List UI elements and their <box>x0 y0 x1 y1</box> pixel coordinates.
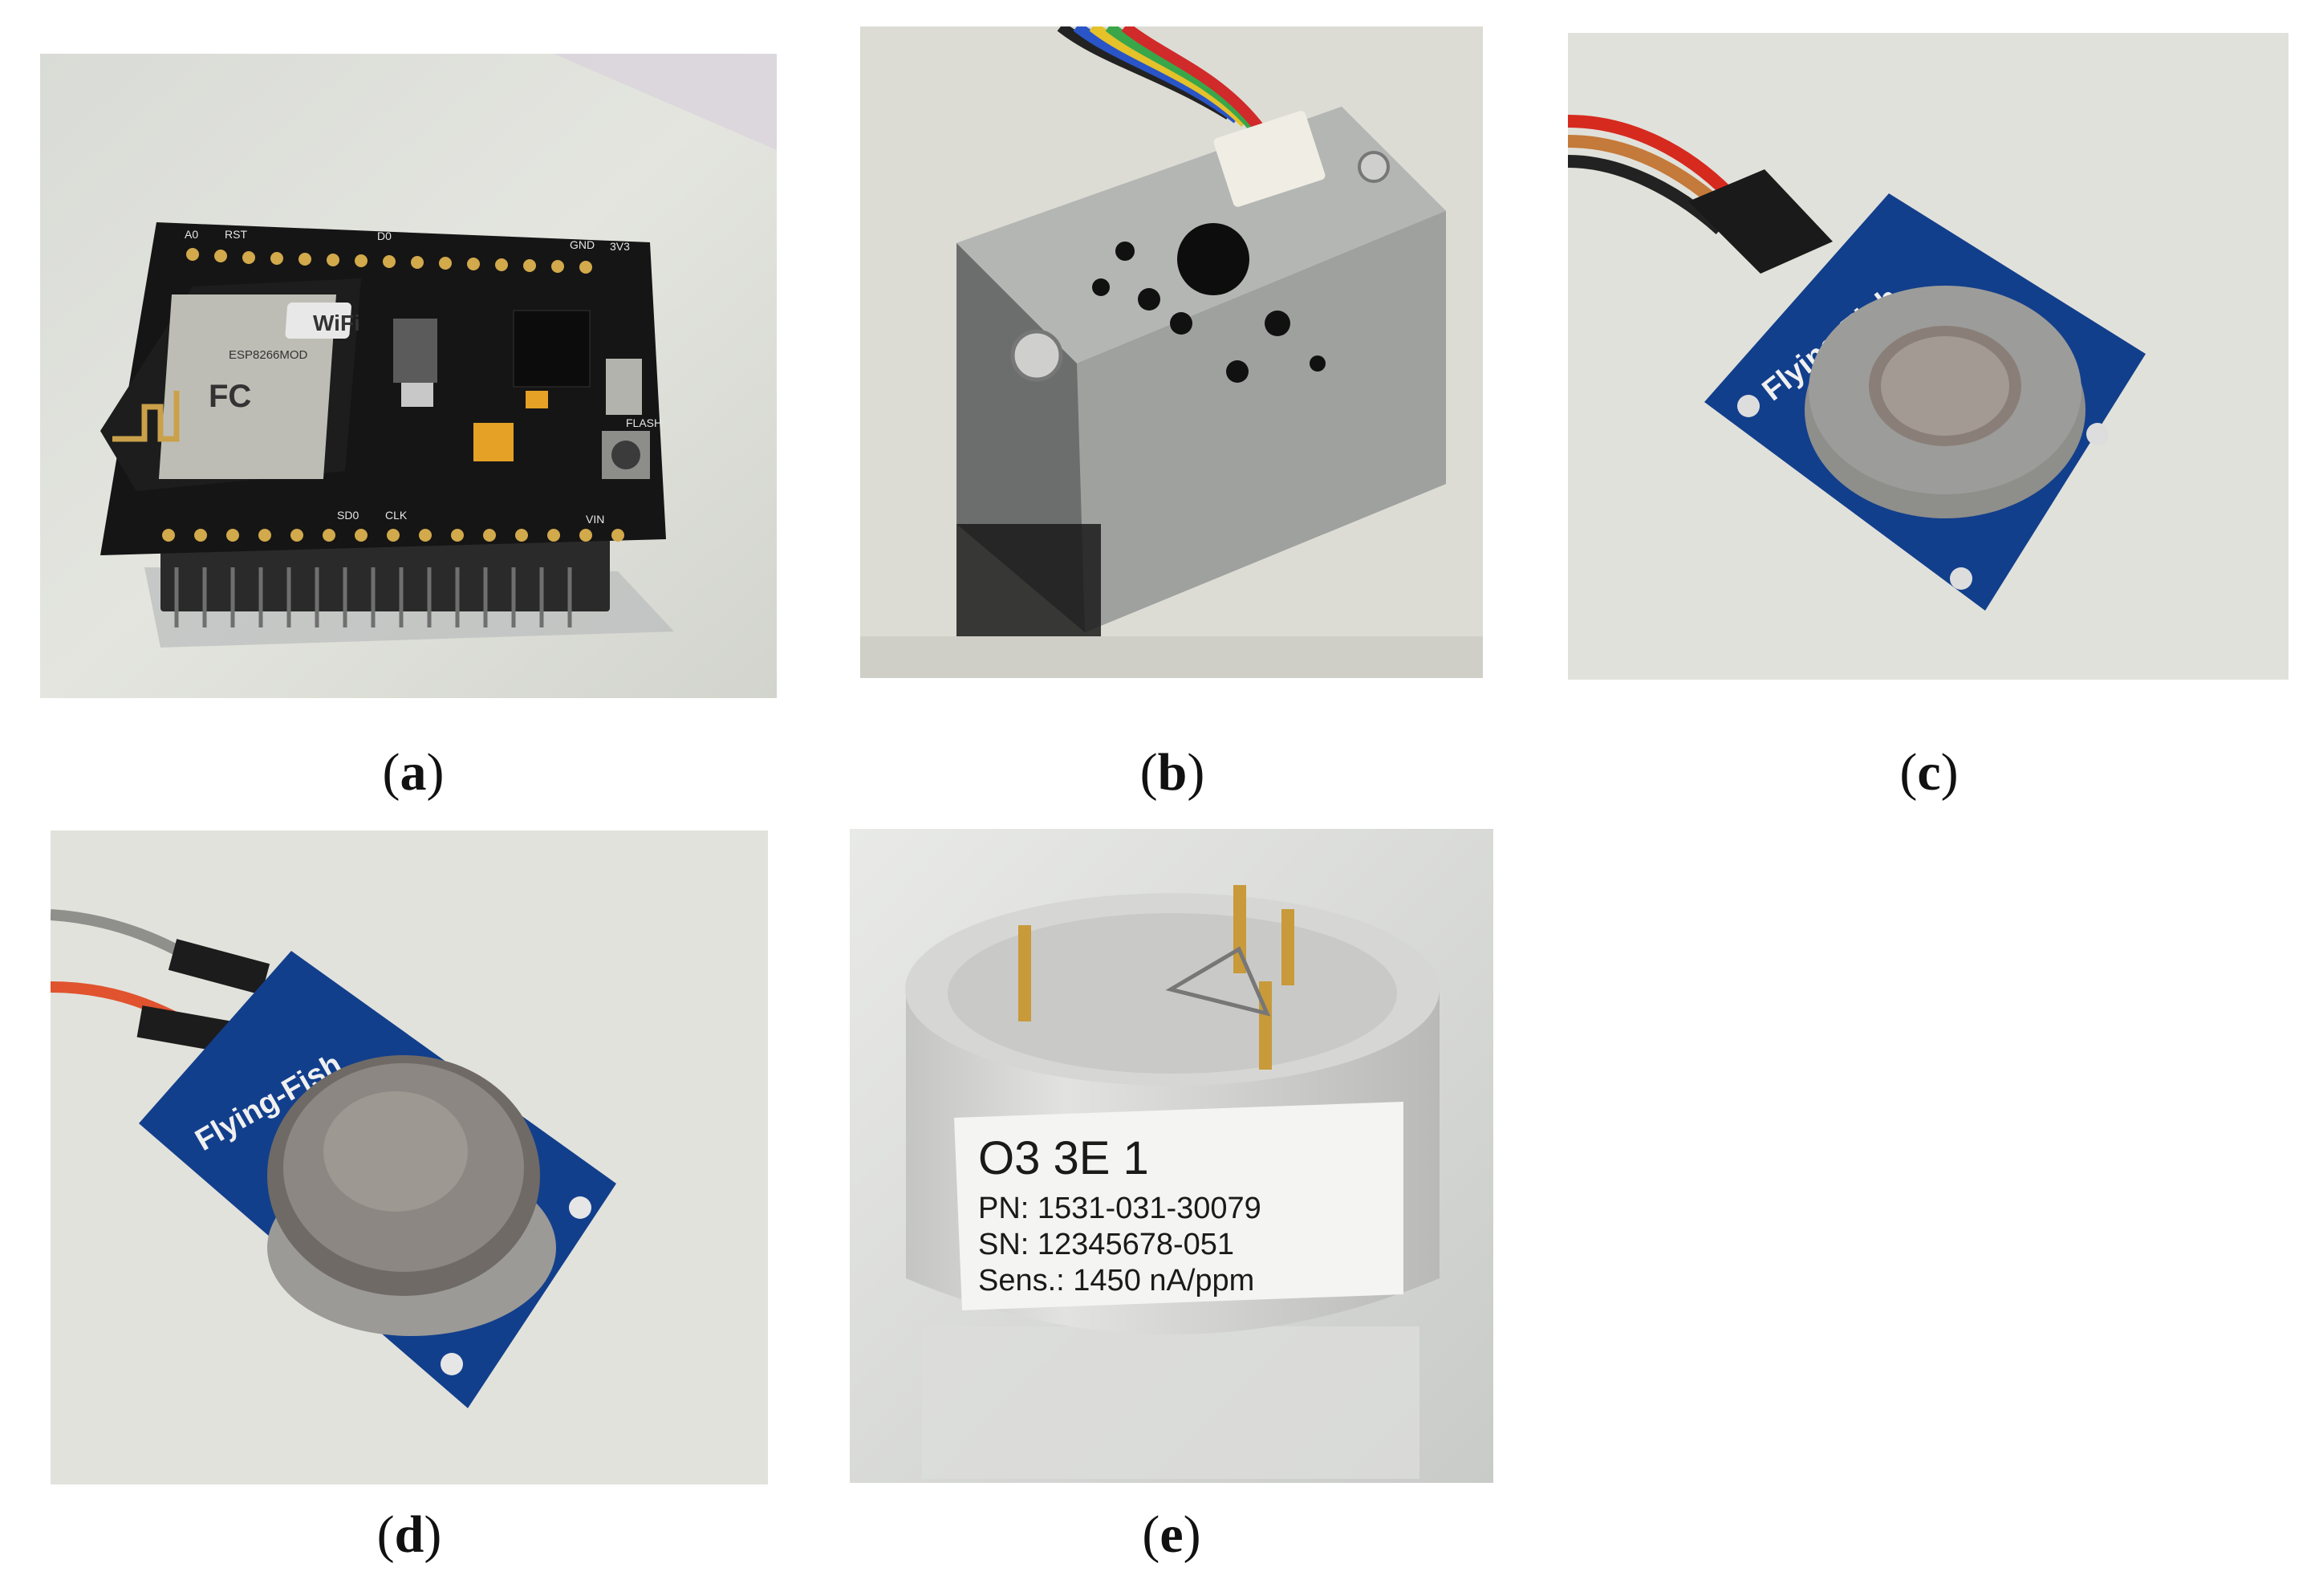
pin-label-flash: FLASH <box>626 416 662 429</box>
pin-label-clk: CLK <box>385 509 408 522</box>
pin-label-rst: RST <box>225 228 247 241</box>
label-line-1: O3 3E 1 <box>978 1132 1149 1184</box>
panel-e-photo: O3 3E 1 PN: 1531-031-30079 SN: 12345678-… <box>850 829 1493 1483</box>
pin-label-d0: D0 <box>377 229 392 242</box>
pin-label-a0: A0 <box>185 228 198 241</box>
fc-mark-text: FC <box>209 379 251 414</box>
label-line-3: SN: 12345678-051 <box>978 1228 1234 1261</box>
panel-b-photo <box>860 26 1483 678</box>
caption-d: (d) <box>376 1505 442 1564</box>
caption-b: (b) <box>1139 743 1205 802</box>
caption-a: (a) <box>382 743 445 802</box>
pin-label-vin: VIN <box>586 513 604 526</box>
pin-label-sd0: SD0 <box>337 509 359 522</box>
pin-label-gnd: GND <box>570 238 595 251</box>
pin-label-3v3: 3V3 <box>610 240 630 253</box>
panel-d-photo: Flying-Fish <box>51 830 768 1484</box>
panel-a-photo: WiFi ESP8266MOD FC <box>40 54 777 698</box>
label-line-4: Sens.: 1450 nA/ppm <box>978 1264 1254 1298</box>
label-line-2: PN: 1531-031-30079 <box>978 1192 1261 1225</box>
product-label <box>954 1102 1403 1310</box>
panel-c-photo: Flying-Fish <box>1568 33 2288 680</box>
wifi-logo-text: WiFi <box>313 311 360 335</box>
caption-e: (e) <box>1142 1505 1201 1564</box>
module-text: ESP8266MOD <box>229 348 308 362</box>
caption-c: (c) <box>1899 743 1959 802</box>
